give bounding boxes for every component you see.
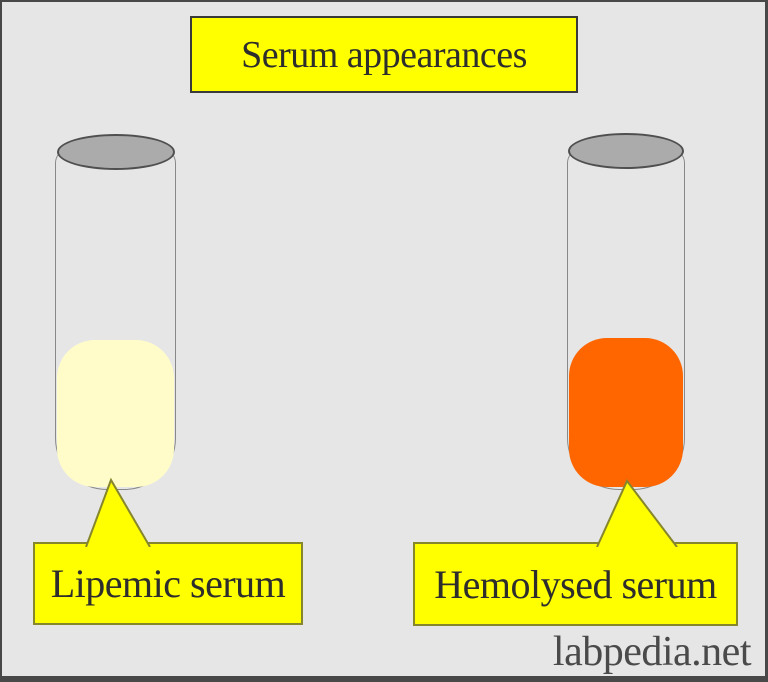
test-tube-hemolysed <box>567 149 685 490</box>
watermark-labpedia: labpedia.net <box>552 628 752 676</box>
title-box: Serum appearances <box>190 16 578 93</box>
test-tube-lipemic <box>55 149 176 490</box>
callout-pointer-lipemic-shape <box>85 477 151 547</box>
test-tube-hemolysed-cap <box>568 133 684 169</box>
label-box-lipemic: Lipemic serum <box>33 542 303 625</box>
lipemic-serum-fill <box>57 340 174 487</box>
label-box-hemolysed: Hemolysed serum <box>413 542 738 626</box>
test-tube-lipemic-cap <box>57 134 175 170</box>
label-hemolysed-serum: Hemolysed serum <box>434 561 717 607</box>
hemolysed-serum-fill <box>569 338 683 487</box>
watermark-text: labpedia.net <box>552 629 752 675</box>
callout-pointer-hemolysed <box>596 479 678 547</box>
page-title: Serum appearances <box>241 33 527 76</box>
label-lipemic-serum: Lipemic serum <box>50 561 286 606</box>
callout-pointer-hemolysed-shape <box>596 479 678 547</box>
callout-pointer-lipemic <box>85 477 151 547</box>
